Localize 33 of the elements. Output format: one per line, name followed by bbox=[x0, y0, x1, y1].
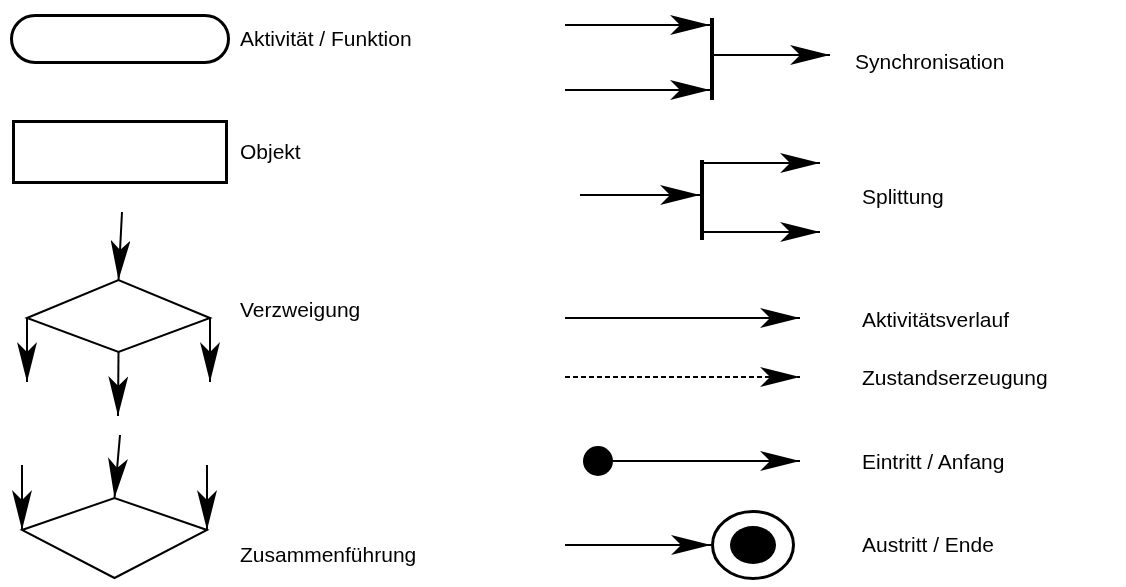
arrow bbox=[564, 15, 711, 35]
symbol-label: Splittung bbox=[862, 185, 944, 209]
legend-label: Aktivitätsverlauf bbox=[862, 308, 1010, 332]
symbol-label: Austritt / Ende bbox=[862, 533, 994, 557]
arrow bbox=[579, 185, 701, 205]
arrow bbox=[612, 451, 801, 471]
symbol-label: Verzweigung bbox=[240, 298, 361, 322]
arrow bbox=[703, 222, 821, 242]
sync-bar bbox=[710, 18, 714, 100]
legend-label: Zustandserzeugung bbox=[862, 366, 1048, 390]
arrow bbox=[564, 80, 711, 100]
arrow bbox=[17, 317, 37, 383]
decision-diamond bbox=[27, 280, 210, 352]
sync-bar bbox=[700, 160, 704, 240]
symbol-label: Aktivität / Funktion bbox=[240, 27, 412, 51]
object-rectangle bbox=[12, 120, 228, 184]
arrow bbox=[108, 351, 129, 417]
arrow bbox=[110, 211, 131, 281]
decision-diamond bbox=[22, 498, 207, 578]
arrow bbox=[713, 45, 831, 65]
activity-shape bbox=[10, 14, 230, 64]
arrow bbox=[564, 535, 712, 555]
symbol-label: Zusammenführung bbox=[240, 543, 417, 567]
arrow bbox=[197, 464, 217, 531]
symbol-label: Eintritt / Anfang bbox=[862, 450, 1005, 474]
arrow bbox=[12, 464, 32, 531]
symbol-label: Objekt bbox=[240, 140, 301, 164]
arrow bbox=[200, 317, 220, 383]
start-state-dot bbox=[583, 446, 613, 476]
arrow bbox=[108, 434, 128, 499]
symbol-label: Synchronisation bbox=[855, 50, 1005, 74]
arrow bbox=[703, 153, 821, 173]
end-state-circle bbox=[711, 510, 795, 580]
